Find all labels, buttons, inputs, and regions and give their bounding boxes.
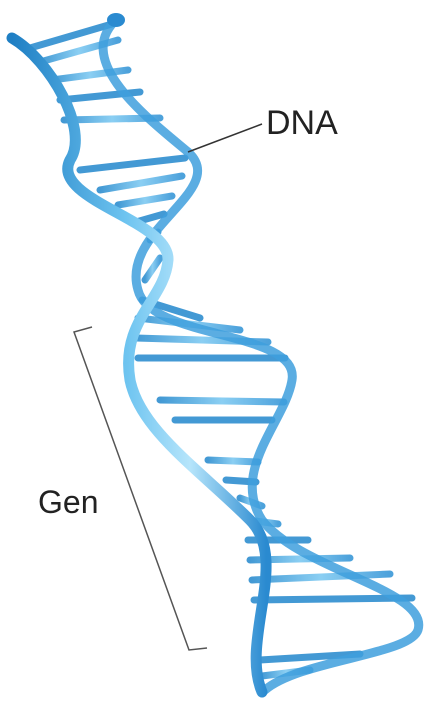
base-pair-rung [26, 20, 116, 52]
base-pair-rung [248, 570, 394, 584]
base-pair-rung [141, 254, 164, 284]
base-pair-rung [256, 650, 364, 664]
dna-leader-line [187, 123, 263, 153]
gene-bracket [73, 326, 208, 651]
base-pair-rung [156, 396, 288, 406]
base-pair-rung [114, 192, 176, 209]
base-pair-rung [48, 66, 132, 84]
dna-front-strand [6, 32, 272, 698]
dna-label: DNA [266, 104, 338, 142]
base-pair-rung [204, 456, 262, 466]
gene-label: Gen [38, 484, 98, 520]
base-pair-rung [250, 594, 416, 604]
base-pair-rung [76, 154, 189, 174]
base-pair-rung [96, 172, 186, 194]
dna-top-end [107, 13, 125, 27]
